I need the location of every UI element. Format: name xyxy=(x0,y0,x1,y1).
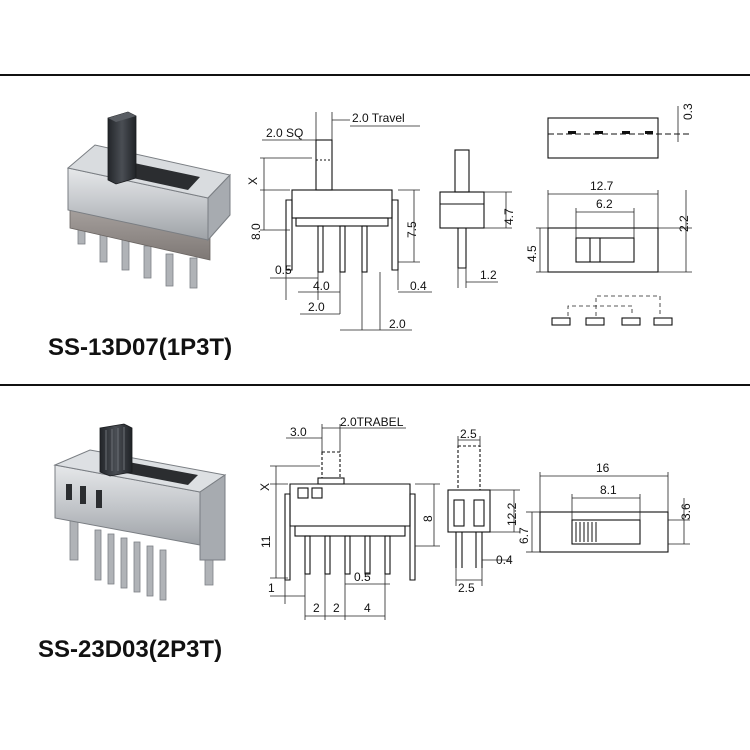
dim-x-2: X xyxy=(258,483,272,491)
side-view-2 xyxy=(447,436,520,586)
dim-s25b-2: 2.5 xyxy=(458,581,475,595)
dim-travel-1: 2.0 Travel xyxy=(352,111,405,125)
dim-s25a-2: 2.5 xyxy=(460,427,477,441)
dim-h8-1: 8.0 xyxy=(249,223,263,240)
dim-p4-2: 4 xyxy=(364,601,371,615)
dim-w62-1: 6.2 xyxy=(596,197,613,211)
front-view-1-labels: 2.0 Travel 2.0 SQ X 8.0 7.5 0.5 4.0 2.0 … xyxy=(246,111,427,331)
dim-t03-1: 0.3 xyxy=(681,103,695,120)
dim-h22-1: 2.2 xyxy=(677,215,691,232)
dim-p20b-1: 2.0 xyxy=(389,317,406,331)
dim-p05-2: 0.5 xyxy=(354,570,371,584)
dim-w16-2: 16 xyxy=(596,461,610,475)
dim-s12-1: 1.2 xyxy=(480,268,497,282)
product-photo-2 xyxy=(53,423,227,601)
product-photo-1 xyxy=(66,111,231,289)
side-view-1 xyxy=(439,149,512,288)
dim-x-1: X xyxy=(246,177,260,185)
dim-w30-2: 3.0 xyxy=(290,425,307,439)
dim-p20a-1: 2.0 xyxy=(308,300,325,314)
dim-sq-1: 2.0 SQ xyxy=(266,126,303,140)
model-title-2: SS-23D03(2P3T) xyxy=(38,636,223,663)
dim-s04-2: 0.4 xyxy=(496,553,513,567)
dim-p05-1: 0.5 xyxy=(275,263,292,277)
top-view-2 xyxy=(526,472,690,553)
dim-p1-2: 1 xyxy=(268,581,275,595)
dim-h75-1: 7.5 xyxy=(405,221,419,238)
dim-p04-1: 0.4 xyxy=(410,279,427,293)
front-view-2 xyxy=(270,424,440,620)
dim-p40-1: 4.0 xyxy=(313,279,330,293)
dim-w81-2: 8.1 xyxy=(600,483,617,497)
front-view-1 xyxy=(260,112,432,331)
dim-h36-2: 3.6 xyxy=(679,503,693,520)
front-view-2-labels: 2.0TRABEL 3.0 X 11 8 1 0.5 2 2 4 xyxy=(258,415,435,615)
top-view-1 xyxy=(536,106,692,326)
dim-s122-2: 12.2 xyxy=(505,502,519,526)
dim-s47-1: 4.7 xyxy=(502,208,516,225)
model-title-1: SS-13D07(1P3T) xyxy=(48,334,233,361)
dim-p2b-2: 2 xyxy=(333,601,340,615)
dim-w127-1: 12.7 xyxy=(590,179,614,193)
dim-p2a-2: 2 xyxy=(313,601,320,615)
dim-h67-2: 6.7 xyxy=(517,527,531,544)
dim-travel-2: 2.0TRABEL xyxy=(340,415,404,429)
dim-h11-2: 11 xyxy=(259,535,273,548)
dim-h8-2: 8 xyxy=(421,515,435,522)
dim-h45-1: 4.5 xyxy=(525,245,539,262)
